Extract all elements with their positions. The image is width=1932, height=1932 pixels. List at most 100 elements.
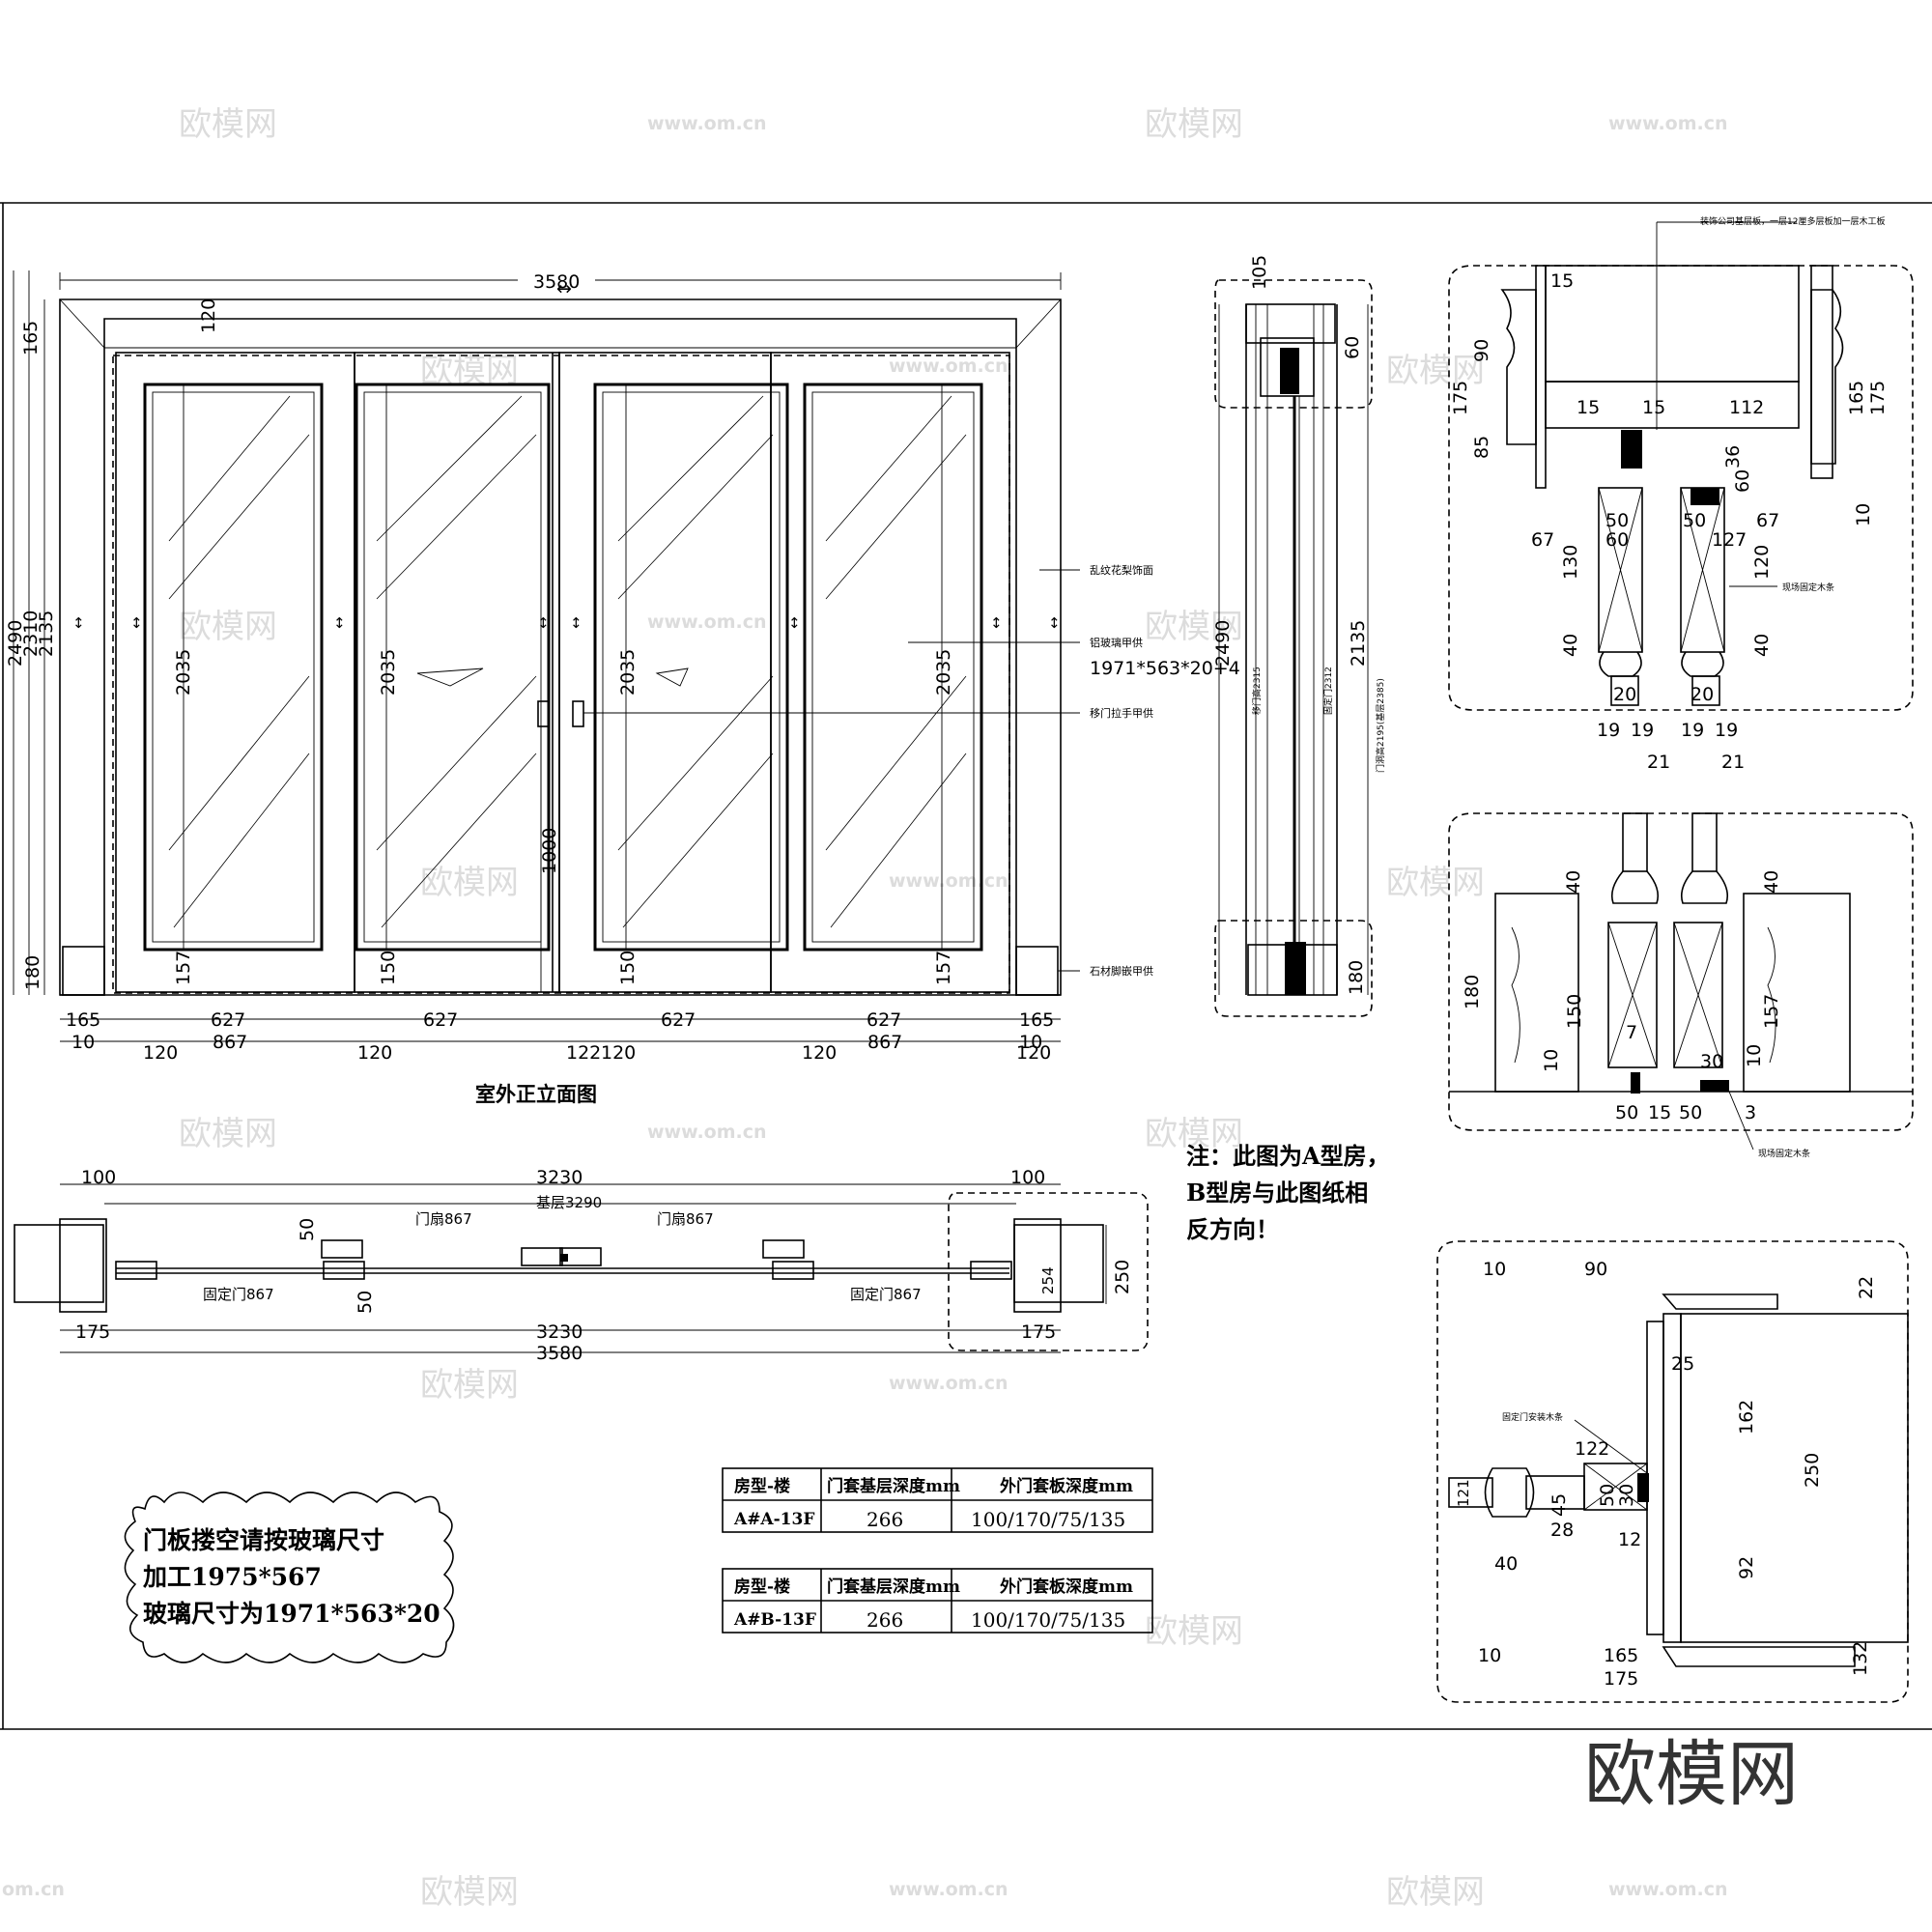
watermark-url: om.cn xyxy=(2,1879,65,1900)
svg-text:40: 40 xyxy=(1494,1553,1518,1575)
brand-logo: 欧模网 xyxy=(1584,1733,1799,1816)
svg-text:15: 15 xyxy=(1648,1102,1671,1123)
handle-height-dim: 1000 xyxy=(539,828,560,874)
svg-text:266: 266 xyxy=(867,1508,903,1531)
section-dim: 2135 xyxy=(1348,620,1369,667)
svg-text:20: 20 xyxy=(1613,684,1636,705)
svg-text:加工1975*567: 加工1975*567 xyxy=(142,1563,322,1591)
handle-right xyxy=(572,700,584,727)
svg-text:A#A-13F: A#A-13F xyxy=(733,1510,814,1529)
watermark-text: 欧模网 xyxy=(420,1873,519,1912)
plan-base-dim: 基层3290 xyxy=(536,1194,602,1211)
plan-bottom-dim: 3580 xyxy=(536,1343,582,1364)
plan-bottom-dim: 175 xyxy=(75,1321,110,1343)
bottom-dim: 120 xyxy=(1016,1042,1051,1064)
sheet-border xyxy=(0,202,1932,1730)
svg-text:外门套板深度mm: 外门套板深度mm xyxy=(1000,1577,1133,1597)
plan-door-leaf: 门扇867 xyxy=(415,1210,472,1228)
watermark-text: 欧模网 xyxy=(420,864,519,902)
svg-text:A#B-13F: A#B-13F xyxy=(733,1610,816,1630)
bottom-dim: 867 xyxy=(867,1032,902,1053)
plan-small-dim: 254 xyxy=(1039,1266,1057,1294)
handle-left xyxy=(537,700,550,727)
callout-handle: 移门拉手甲供 xyxy=(1090,706,1153,720)
watermark-text: 欧模网 xyxy=(1386,1873,1485,1912)
watermark-text: 欧模网 xyxy=(1145,105,1243,144)
plan-bottom-dim: 3230 xyxy=(536,1321,582,1343)
orientation-note: 注：此图为A型房， B型房与此图纸相 反方向！ xyxy=(1186,1142,1390,1243)
svg-text:固定门安装木条: 固定门安装木条 xyxy=(1502,1411,1563,1423)
spec-table-b: 房型-楼 门套基层深度mm 外门套板深度mm A#B-13F 266 100/1… xyxy=(722,1568,1153,1634)
svg-text:房型-楼: 房型-楼 xyxy=(734,1476,790,1496)
svg-text:10: 10 xyxy=(1853,503,1874,526)
svg-text:7: 7 xyxy=(1626,1022,1637,1043)
watermark-url: www.om.cn xyxy=(647,1122,767,1143)
svg-text:30: 30 xyxy=(1616,1484,1637,1507)
svg-text:100/170/75/135: 100/170/75/135 xyxy=(971,1608,1125,1632)
watermark-url: www.om.cn xyxy=(889,1879,1009,1900)
svg-text:67: 67 xyxy=(1756,510,1779,531)
watermark-url: www.om.cn xyxy=(1608,1879,1728,1900)
svg-text:50: 50 xyxy=(1683,510,1706,531)
svg-text:↕: ↕ xyxy=(537,614,550,632)
svg-text:3: 3 xyxy=(1745,1102,1756,1123)
bottom-dim: 165 xyxy=(66,1009,100,1031)
svg-text:15: 15 xyxy=(1577,397,1600,418)
svg-text:132: 132 xyxy=(1850,1641,1871,1676)
watermark-text: 欧模网 xyxy=(1145,1115,1243,1153)
left-dim: 2490 xyxy=(5,620,26,667)
svg-text:10: 10 xyxy=(1483,1259,1506,1280)
svg-text:21: 21 xyxy=(1647,752,1670,773)
svg-text:↕: ↕ xyxy=(990,614,1003,632)
svg-text:266: 266 xyxy=(867,1608,903,1632)
svg-text:180: 180 xyxy=(1462,975,1483,1009)
svg-text:门套基层深度mm: 门套基层深度mm xyxy=(827,1476,960,1496)
svg-text:50: 50 xyxy=(1605,510,1629,531)
bottom-dim: 120 xyxy=(143,1042,178,1064)
frame-head-dim: 120 xyxy=(198,298,219,333)
svg-text:↕: ↕ xyxy=(570,614,582,632)
svg-text:250: 250 xyxy=(1802,1453,1823,1488)
svg-text:19: 19 xyxy=(1631,720,1654,741)
section-dim: 门洞高2195(基层2385) xyxy=(1375,678,1386,773)
bottom-dim: 120 xyxy=(357,1042,392,1064)
watermark-text: 欧模网 xyxy=(179,1115,277,1153)
bottom-dim: 867 xyxy=(213,1032,247,1053)
svg-text:现场固定木条: 现场固定木条 xyxy=(1782,582,1834,593)
detail-sill: 40 40 180 150 157 10 7 30 10 50 15 50 3 … xyxy=(1448,812,1914,1159)
elevation-title: 室外正立面图 xyxy=(475,1083,597,1106)
bottom-dim: 10 xyxy=(1019,1032,1042,1053)
vertical-section: 105 60 2490 移门高2315 固定门2312 2135 门洞高2195… xyxy=(1212,255,1386,1017)
svg-text:162: 162 xyxy=(1736,1400,1757,1435)
svg-text:20: 20 xyxy=(1690,684,1714,705)
svg-text:15: 15 xyxy=(1642,397,1665,418)
bottom-dim: 165 xyxy=(1019,1009,1054,1031)
svg-text:127: 127 xyxy=(1712,529,1747,551)
svg-text:10: 10 xyxy=(1478,1645,1501,1666)
svg-text:↕: ↕ xyxy=(130,614,143,632)
svg-text:40: 40 xyxy=(1761,870,1782,894)
callout-glass: 铝玻璃甲供 xyxy=(1090,636,1143,649)
plan-small-dim: 50 xyxy=(297,1218,318,1241)
watermark-url: www.om.cn xyxy=(647,113,767,134)
bottom-dim: 627 xyxy=(423,1009,458,1031)
svg-text:50: 50 xyxy=(1597,1484,1618,1507)
bottom-dim: 122 xyxy=(566,1042,601,1064)
cloud-note: 门板搂空请按玻璃尺寸 加工1975*567 玻璃尺寸为1971*563*20 xyxy=(124,1492,455,1663)
svg-text:175: 175 xyxy=(1450,381,1471,415)
section-dim: 2490 xyxy=(1212,620,1234,667)
svg-text:50: 50 xyxy=(1615,1102,1638,1123)
watermark-url: www.om.cn xyxy=(889,355,1009,377)
svg-text:25: 25 xyxy=(1671,1353,1694,1375)
svg-text:↕: ↕ xyxy=(333,614,346,632)
watermark-url: www.om.cn xyxy=(889,1373,1009,1394)
plan-view: 100 3230 100 基层3290 门扇867 门扇867 固定门867 固… xyxy=(14,1167,1149,1364)
plan-small-dim: 50 xyxy=(355,1291,376,1314)
svg-text:10: 10 xyxy=(1744,1044,1765,1067)
section-dim: 60 xyxy=(1342,336,1363,359)
svg-text:50: 50 xyxy=(1679,1102,1702,1123)
bottom-dim: 627 xyxy=(211,1009,245,1031)
svg-text:165: 165 xyxy=(1604,1645,1638,1666)
svg-text:157: 157 xyxy=(1761,994,1782,1029)
